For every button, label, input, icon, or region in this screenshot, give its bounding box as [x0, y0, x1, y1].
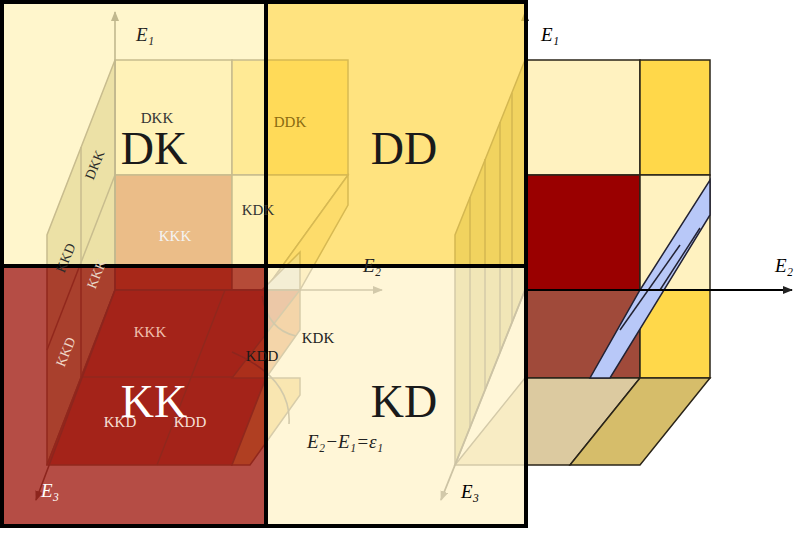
quadrant-label: KD — [371, 379, 437, 425]
axis-label: E₂ — [775, 256, 793, 277]
cell-label: DDK — [274, 114, 307, 131]
axis-label: E₃ — [41, 481, 59, 502]
cell-label: KKK — [134, 324, 167, 341]
quadrant-box: KD — [264, 264, 528, 528]
quadrant-label: DD — [371, 126, 437, 172]
cell-label: KDK — [242, 202, 275, 219]
axis-label: E₂ — [363, 256, 381, 277]
axis-label: E₁ — [541, 25, 559, 46]
axis-label: E₃ — [461, 482, 479, 503]
quadrant-box: DK — [0, 0, 268, 268]
cell-label: DKK — [141, 110, 174, 127]
equation-label: E₂−E₁=ε₁ — [307, 432, 383, 453]
cell-label: KKK — [159, 228, 192, 245]
cell-label: KKD — [104, 414, 137, 431]
cell-label: KDD — [174, 414, 207, 431]
cell-label: KDD — [246, 348, 279, 365]
callout-label: KDK — [302, 330, 335, 347]
quadrant-box: DD — [264, 0, 528, 268]
axis-label: E₁ — [136, 25, 154, 46]
quadrant-label: DK — [121, 126, 187, 172]
quadrant-box: KK — [0, 264, 268, 528]
